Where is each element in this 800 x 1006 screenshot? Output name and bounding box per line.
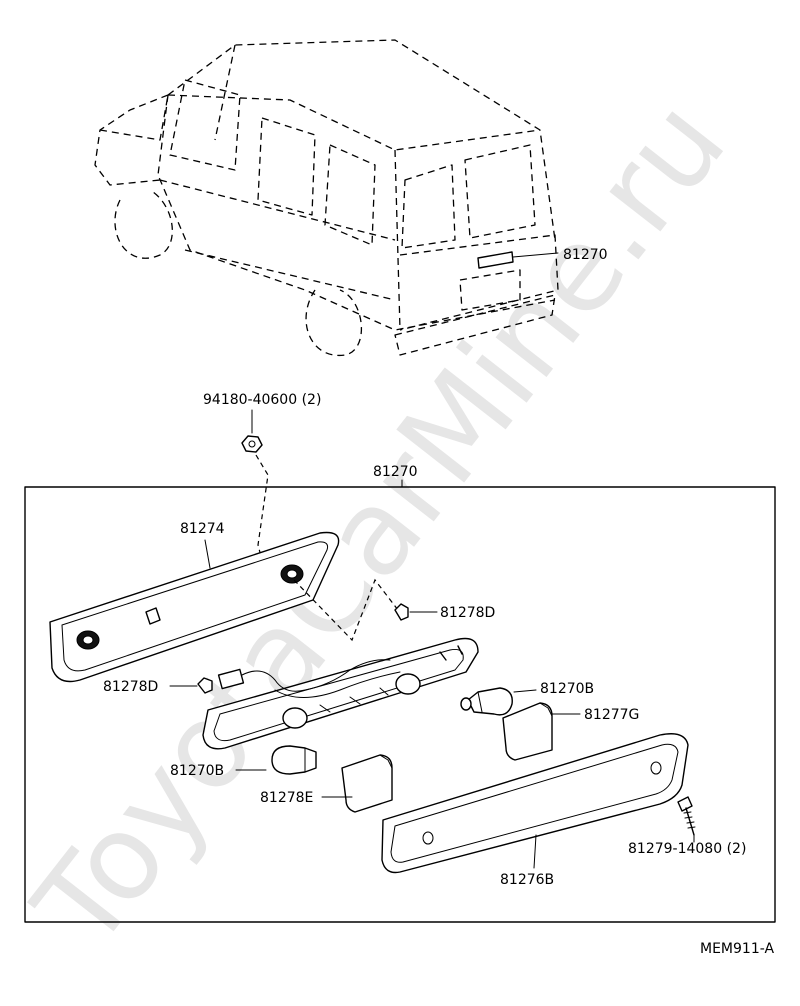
reflector-81278E (341, 754, 393, 813)
van-stop-lamp (477, 251, 514, 269)
callout-screw: 81279-14080 (2) (628, 841, 746, 857)
callout-81277G: 81277G (584, 707, 639, 723)
callout-81278D-right: 81278D (440, 605, 495, 621)
bulb-right (460, 687, 513, 716)
grommet-right (394, 603, 409, 621)
callout-81270B-right: 81270B (540, 681, 594, 697)
grommet-left (197, 677, 213, 694)
diagram-code: MEM911-A (700, 941, 774, 957)
callout-81276B: 81276B (500, 872, 554, 888)
callout-assembly-81270: 81270 (373, 464, 418, 480)
reflector-81277G (502, 702, 553, 761)
cover-81276B (381, 733, 689, 874)
screw-icon (677, 796, 696, 836)
van-illustration (94, 39, 559, 356)
callout-81278E: 81278E (260, 790, 313, 806)
assembly-frame (24, 486, 776, 923)
callout-81278D-left: 81278D (103, 679, 158, 695)
socket-plate (202, 637, 479, 750)
callout-van-81270: 81270 (563, 247, 608, 263)
callout-nut-top: 94180-40600 (2) (203, 392, 321, 408)
nut-icon (241, 435, 263, 453)
bulb-left (271, 745, 317, 775)
callout-81274: 81274 (180, 521, 225, 537)
lens-housing (49, 531, 340, 683)
callout-81270B-left: 81270B (170, 763, 224, 779)
watermark: ToyotaCarMine.ru (8, 75, 752, 973)
